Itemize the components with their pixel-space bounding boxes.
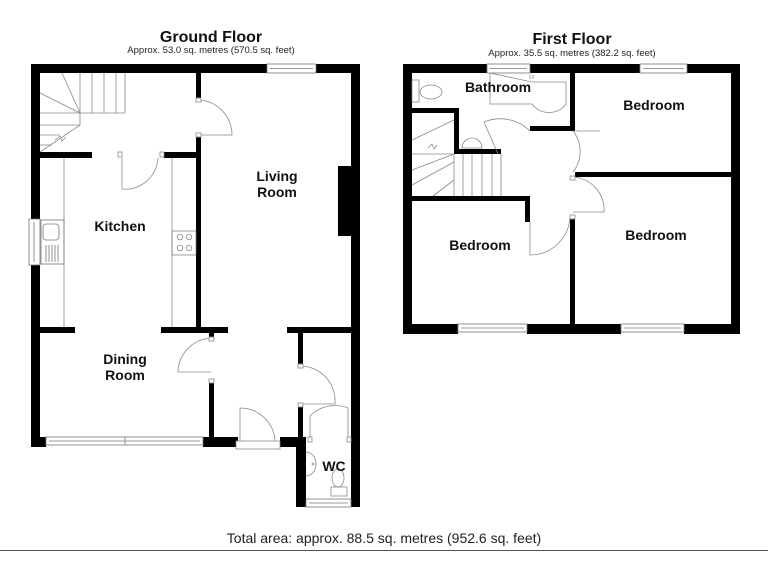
first-floor-windows — [457, 63, 688, 333]
ground-floor-stairs-icon — [39, 72, 126, 153]
ground-floor-title: Ground Floor — [159, 29, 263, 46]
first-floor-stairs-icon — [411, 119, 502, 197]
bathroom-fixtures-icon — [411, 72, 567, 149]
first-floor-area: Approx. 35.5 sq. metres (382.2 sq. feet) — [488, 48, 656, 59]
ground-floor-windows — [28, 63, 352, 508]
room-label-bedroom-top-right: Bedroom — [623, 97, 685, 113]
ground-floor-doors — [117, 97, 352, 450]
room-label-bedroom-bottom-right: Bedroom — [625, 227, 687, 243]
kitchen-hob-icon — [171, 230, 197, 256]
total-area-text: Total area: approx. 88.5 sq. metres (952… — [226, 530, 542, 546]
wc-fixtures-icon — [305, 451, 348, 497]
first-floor-title: First Floor — [532, 31, 612, 48]
room-label-living-room: Living Room — [256, 168, 298, 200]
room-label-bedroom-left: Bedroom — [449, 237, 511, 253]
room-label-wc: WC — [322, 458, 346, 474]
room-label-dining-room: Dining Room — [103, 351, 147, 383]
kitchen-worktops — [63, 158, 173, 327]
ground-floor-plan — [28, 63, 360, 508]
ground-floor-walls — [31, 64, 360, 507]
ground-floor-area: Approx. 53.0 sq. metres (570.5 sq. feet) — [127, 45, 295, 56]
kitchen-sink-icon — [40, 219, 65, 265]
footer-divider — [0, 550, 768, 551]
room-label-bathroom: Bathroom — [464, 79, 532, 95]
room-label-kitchen: Kitchen — [94, 218, 146, 234]
first-floor-plan — [403, 63, 740, 334]
first-floor-doors — [483, 118, 605, 256]
first-floor-walls — [403, 64, 740, 334]
